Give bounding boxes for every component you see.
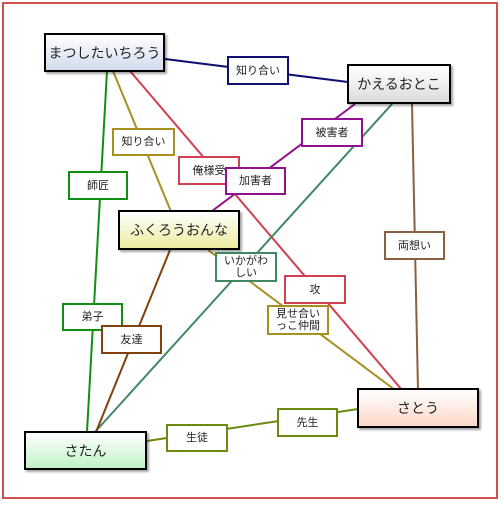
edge-matsushita-satou [129,70,403,391]
label-sensei: 先生 [277,408,338,437]
label-shiriai-top: 知り合い [227,56,289,85]
node-satou[interactable]: さとう [357,388,479,428]
label-seito: 生徒 [166,424,228,452]
label-tomodachi: 友達 [101,325,162,354]
label-higaisha: 被害者 [301,118,363,147]
node-kaeru[interactable]: かえるおとこ [347,64,451,104]
node-satan-text: さたん [64,443,107,460]
label-ikagawashii: いかがわしい [215,252,277,282]
node-matsushita[interactable]: まつしたいちろう [44,33,165,72]
node-satan[interactable]: さたん [24,431,147,470]
node-matsushita-text: まつしたいちろう [48,45,161,62]
node-fukurou-text: ふくろうおんな [130,223,228,239]
edge-matsushita-satan [86,70,108,433]
label-shiriai-left: 知り合い [112,128,175,156]
node-satou-text: さとう [397,401,439,417]
node-kaeru-text: かえるおとこ [357,77,441,93]
label-shisho: 師匠 [68,171,128,200]
label-miseai: 見せ合いっこ仲間 [267,305,329,335]
diagram-frame [2,2,498,499]
node-fukurou[interactable]: ふくろうおんな [118,210,240,250]
label-seme: 攻 [284,275,346,304]
label-kagaisha: 加害者 [225,167,286,195]
label-ryouomoi: 両想い [384,231,445,260]
